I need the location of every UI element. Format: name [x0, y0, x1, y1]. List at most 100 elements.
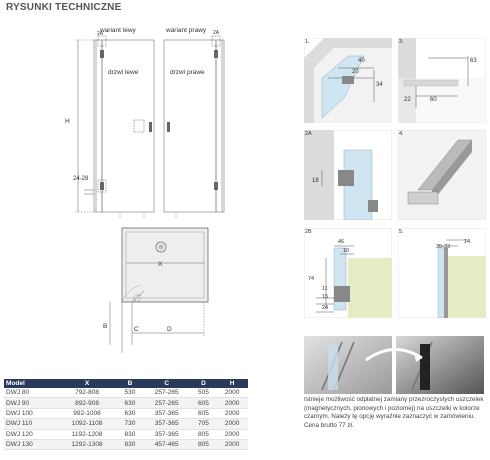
photo-clear-gasket: [304, 336, 392, 394]
cell-c: 257-265: [142, 388, 191, 399]
cell-model: DWJ 120: [4, 429, 57, 440]
dim-c: C: [134, 326, 139, 333]
cell-x: 892-908: [56, 397, 118, 409]
cell-b: 830: [117, 439, 143, 451]
panel-2b-d15: 15: [322, 294, 329, 300]
label-right-variant: wariant prawy: [166, 27, 207, 34]
cell-c: 357-365: [142, 408, 191, 420]
panel-2b-d11: 11: [322, 286, 328, 292]
detail-panel-4: [398, 130, 486, 220]
gasket-photo-strip: [304, 336, 484, 394]
cell-model: DWJ 130: [4, 439, 57, 451]
cell-h: 2000: [216, 418, 248, 430]
table-row: DWJ 120 1192-1208 830 357-365 805 2000: [4, 429, 248, 440]
tray: [121, 227, 209, 303]
cell-d: 705: [190, 418, 217, 430]
col-x: X: [56, 379, 118, 388]
dim-h-front: H: [65, 118, 70, 125]
panel-5-d3533: 35-33: [436, 244, 451, 250]
cell-model: DWJ 80: [4, 388, 57, 399]
panel-4-num: 4.: [399, 131, 404, 137]
cell-h: 2000: [216, 408, 248, 420]
front-view-drawing: 2A 2A: [75, 30, 225, 218]
cell-d: 605: [190, 408, 217, 420]
panel-1-d20: 20: [352, 69, 359, 75]
table-row: DWJ 110 1092-1108 730 357-365 705 2000: [4, 418, 248, 430]
cell-d: 805: [190, 439, 217, 451]
cell-b: 730: [117, 418, 143, 430]
cell-d: 805: [190, 429, 217, 440]
detail-panel-2b: [304, 228, 392, 318]
gasket-note: Istnieje możliwość odpłatnej zamiany prz…: [304, 396, 484, 429]
right-door-panel: [163, 39, 217, 213]
photo-black-gasket: [396, 336, 484, 394]
panel-2b-d46: 46: [338, 239, 345, 245]
dim-b: B: [103, 323, 108, 330]
panel-1-d40: 40: [358, 58, 365, 64]
panel-5-d14: 14: [464, 239, 471, 245]
svg-text:2A: 2A: [213, 30, 220, 36]
detail-panel-3: [398, 38, 486, 123]
top-view-drawing: [109, 227, 209, 353]
panel-2b-num: 2B: [305, 229, 312, 235]
right-fixed-panel: [215, 39, 225, 213]
panel-1-d34: 34: [376, 82, 383, 88]
panel-2a-d18: 18: [312, 178, 319, 184]
panel-5-num: 5.: [399, 229, 404, 235]
cell-model: DWJ 110: [4, 418, 57, 430]
cell-b: 830: [117, 429, 143, 440]
cell-x: 792-808: [56, 388, 118, 399]
cell-x: 992-1008: [56, 408, 118, 420]
cell-x: 1192-1208: [56, 429, 118, 440]
dim-d: D: [167, 326, 172, 333]
panel-3-d63: 63: [470, 58, 477, 64]
table-header-row: Model X B C D H: [4, 379, 248, 388]
panel-2b-d24: 24: [322, 305, 329, 311]
panel-1-num: 1.: [305, 39, 310, 45]
panel-3-d60: 60: [430, 97, 437, 103]
cell-h: 2000: [216, 439, 248, 451]
table-row: DWJ 90 892-908 630 257-265 605 2000: [4, 397, 248, 409]
panel-2b-d74: 74: [308, 276, 315, 282]
dim-24-28: 24-28: [73, 176, 89, 182]
table-row: DWJ 100 992-1008 630 357-365 605 2000: [4, 408, 248, 420]
panel-3-d22: 22: [404, 97, 411, 103]
cell-d: 505: [190, 388, 217, 399]
cell-c: 357-365: [142, 429, 191, 440]
cell-x: 1092-1108: [56, 418, 118, 430]
cell-h: 2000: [216, 388, 248, 399]
cell-c: 457-465: [142, 439, 191, 451]
label-right-door: drzwi prawe: [170, 69, 205, 76]
table-row: DWJ 130 1292-1308 830 457-465 805 2000: [4, 439, 248, 451]
cell-h: 2000: [216, 429, 248, 440]
col-b: B: [117, 379, 143, 388]
cell-b: 630: [117, 408, 143, 420]
cell-x: 1292-1308: [56, 439, 118, 451]
dim-x: X: [158, 261, 163, 268]
panel-3-num: 3.: [399, 39, 404, 45]
cell-b: 530: [117, 388, 143, 399]
detail-panel-1: [304, 38, 392, 123]
drain-icon: [155, 241, 167, 253]
panel-2b-d10: 10: [343, 248, 350, 254]
cell-c: 257-265: [142, 397, 191, 409]
detail-panel-5: [398, 228, 486, 318]
col-d: D: [190, 379, 217, 388]
panel-2a-num: 2A: [305, 131, 312, 137]
detail-panel-2a: [304, 130, 392, 220]
svg-text:2A: 2A: [97, 31, 104, 37]
cell-model: DWJ 100: [4, 408, 57, 420]
cell-c: 357-365: [142, 418, 191, 430]
label-left-variant: wariant lewy: [100, 27, 136, 34]
cell-b: 630: [117, 397, 143, 409]
cell-model: DWJ 90: [4, 397, 57, 409]
cell-d: 605: [190, 397, 217, 409]
col-model: Model: [4, 379, 57, 388]
left-door-panel: [101, 39, 155, 213]
cell-h: 2000: [216, 397, 248, 409]
spec-table: Model X B C D H DWJ 80 792-808 530 257-2…: [4, 379, 248, 451]
table-row: DWJ 80 792-808 530 257-265 505 2000: [4, 388, 248, 399]
col-c: C: [142, 379, 191, 388]
label-left-door: drzwi lewe: [108, 69, 139, 76]
page-title: RYSUNKI TECHNICZNE: [6, 2, 122, 13]
